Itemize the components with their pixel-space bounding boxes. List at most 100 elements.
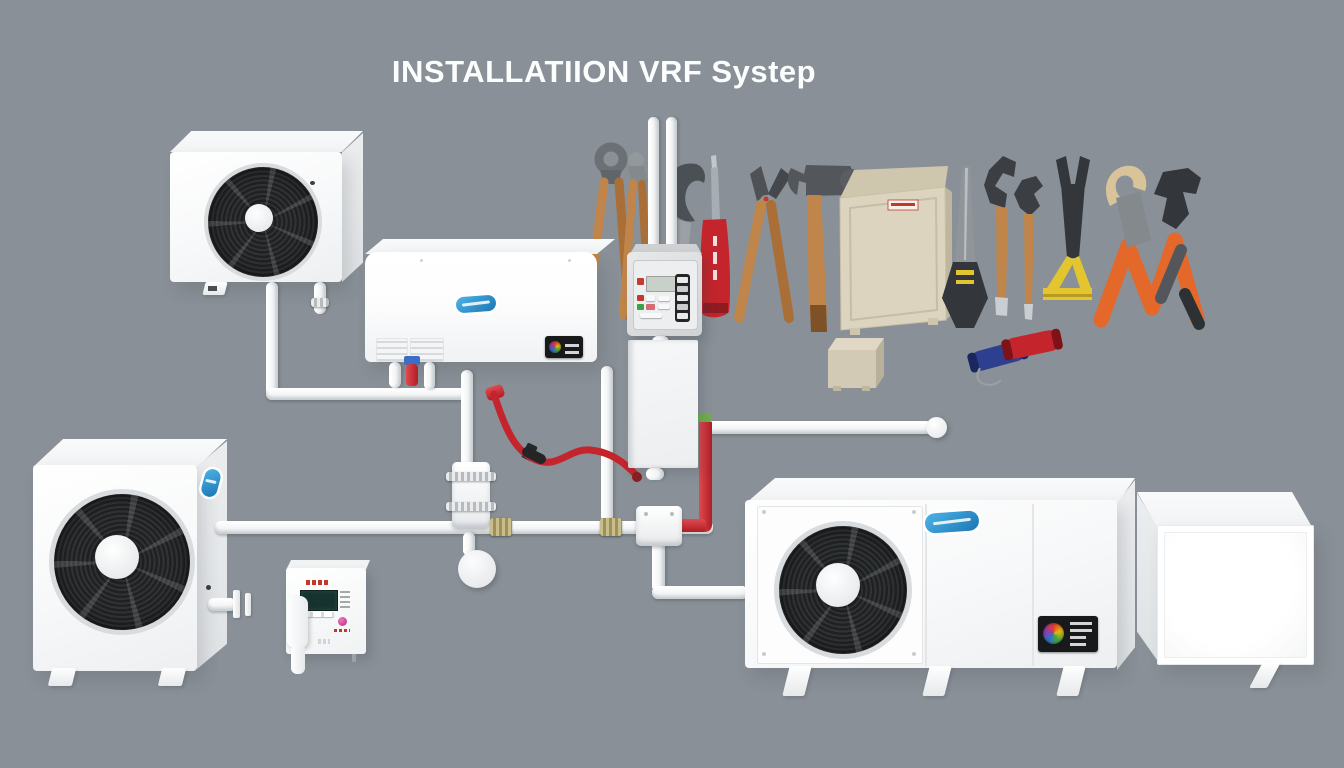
- rgb-circle-icon: [1043, 623, 1064, 644]
- label-text-lines: [1070, 636, 1086, 646]
- condenser-box: [1157, 525, 1314, 665]
- button-pink: [646, 304, 655, 310]
- open-end-wrench-icon: [984, 156, 1016, 316]
- button: [658, 296, 670, 301]
- pipe-segment: [652, 586, 748, 599]
- flange-coupling: [446, 472, 496, 481]
- condenser-box-top: [1137, 492, 1312, 527]
- gate-valve: [636, 506, 682, 546]
- red-charging-hose: [490, 390, 641, 480]
- remote-side-text: [340, 589, 350, 608]
- screw-dot: [206, 585, 211, 590]
- storage-cabinet-icon: [839, 166, 952, 335]
- screw-dot: [420, 259, 423, 262]
- unit-foot: [782, 666, 812, 696]
- brass-coupling: [600, 518, 622, 536]
- flange-plate: [233, 590, 240, 618]
- unit-foot: [1249, 662, 1281, 688]
- outdoor-unit-medium-top: [33, 439, 227, 467]
- fan-hub: [245, 204, 273, 232]
- hose-end-fitting: [632, 472, 642, 482]
- insulation-tape-blue-icon: [967, 339, 1029, 373]
- screw-dot: [670, 512, 674, 516]
- pipe-segment: [601, 366, 613, 522]
- unit-foot: [47, 668, 77, 686]
- riser-pipe: [648, 117, 659, 253]
- pipe-segment: [652, 532, 665, 592]
- cutting-pliers-icon: [734, 166, 794, 323]
- screw-dot: [644, 512, 648, 516]
- vrf-unit-top: [745, 478, 1135, 504]
- unit-foot: [1056, 666, 1086, 696]
- alarm-led: [637, 278, 644, 285]
- button: [640, 313, 662, 318]
- pipe-coupling: [311, 298, 329, 307]
- junction-box-icon: [828, 338, 884, 391]
- page-title: INSTALLATIION VRF Systep: [391, 53, 817, 89]
- screw-dot: [912, 652, 916, 656]
- pipe-segment: [266, 388, 466, 400]
- key: [677, 313, 688, 319]
- remote-buttons: [302, 612, 334, 617]
- brand-logo: [455, 294, 497, 314]
- flange-coupling: [446, 502, 496, 511]
- pipe-segment: [389, 362, 401, 388]
- red-riser-pipe: [699, 422, 712, 532]
- panel-seam: [925, 504, 927, 666]
- key: [677, 277, 688, 283]
- key: [677, 304, 688, 310]
- terminal-crimper-icon: [1043, 156, 1092, 300]
- pipe-end-disc: [458, 550, 496, 588]
- tape-wire: [976, 367, 1002, 386]
- remote-title-text: [306, 580, 330, 585]
- vent-grille: [376, 338, 408, 362]
- label-text-lines: [565, 340, 579, 354]
- pipe-stub: [208, 598, 236, 611]
- open-end-wrench-small-icon: [1014, 176, 1043, 320]
- pipe-segment: [424, 362, 435, 390]
- screw-dot: [568, 259, 571, 262]
- conduit: [287, 596, 308, 648]
- vent-grille: [410, 338, 444, 362]
- button: [646, 295, 655, 301]
- controller-lcd: [646, 276, 676, 292]
- rgb-circle-icon: [549, 341, 561, 353]
- utility-knife-icon: [942, 166, 988, 328]
- unit-foot: [922, 666, 952, 696]
- screw-dot: [762, 652, 766, 656]
- remote-logo-text: [334, 629, 350, 632]
- controller-top: [630, 244, 702, 254]
- panel-seam: [1032, 504, 1034, 666]
- remote-controller-top: [286, 560, 370, 570]
- brand-logo: [924, 510, 980, 534]
- flange-plate: [245, 593, 251, 616]
- screw-dot: [762, 510, 766, 514]
- foot-sticker: [208, 286, 217, 291]
- outdoor-unit-small-top: [170, 131, 363, 152]
- remote-logo: [338, 617, 347, 626]
- indoor-unit-top: [365, 239, 615, 254]
- key: [677, 286, 688, 292]
- cable-cutters-orange-icon: [1093, 165, 1205, 330]
- insulation-tape-red-icon: [1001, 328, 1063, 361]
- button: [658, 304, 670, 309]
- brass-coupling: [490, 518, 512, 536]
- service-valve-red: [406, 364, 418, 386]
- energy-label: [1038, 616, 1098, 652]
- key: [677, 295, 688, 301]
- red-screwdriver-icon: [699, 155, 730, 318]
- vrf-unit-side: [1117, 480, 1135, 670]
- pipe-segment: [266, 282, 278, 396]
- valve-cap-blue: [404, 356, 420, 365]
- pipe-segment: [704, 421, 932, 434]
- outdoor-unit-small-side: [342, 133, 363, 282]
- keypad-column: [675, 274, 690, 322]
- screw-dot: [912, 510, 916, 514]
- remote-pin: [352, 654, 356, 662]
- outdoor-unit-medium-fan: [49, 489, 195, 635]
- hose-fitting-cap: [489, 381, 498, 387]
- conduit-tail: [291, 644, 305, 674]
- pipe-band-green: [698, 414, 712, 422]
- pipe-segment: [461, 370, 473, 492]
